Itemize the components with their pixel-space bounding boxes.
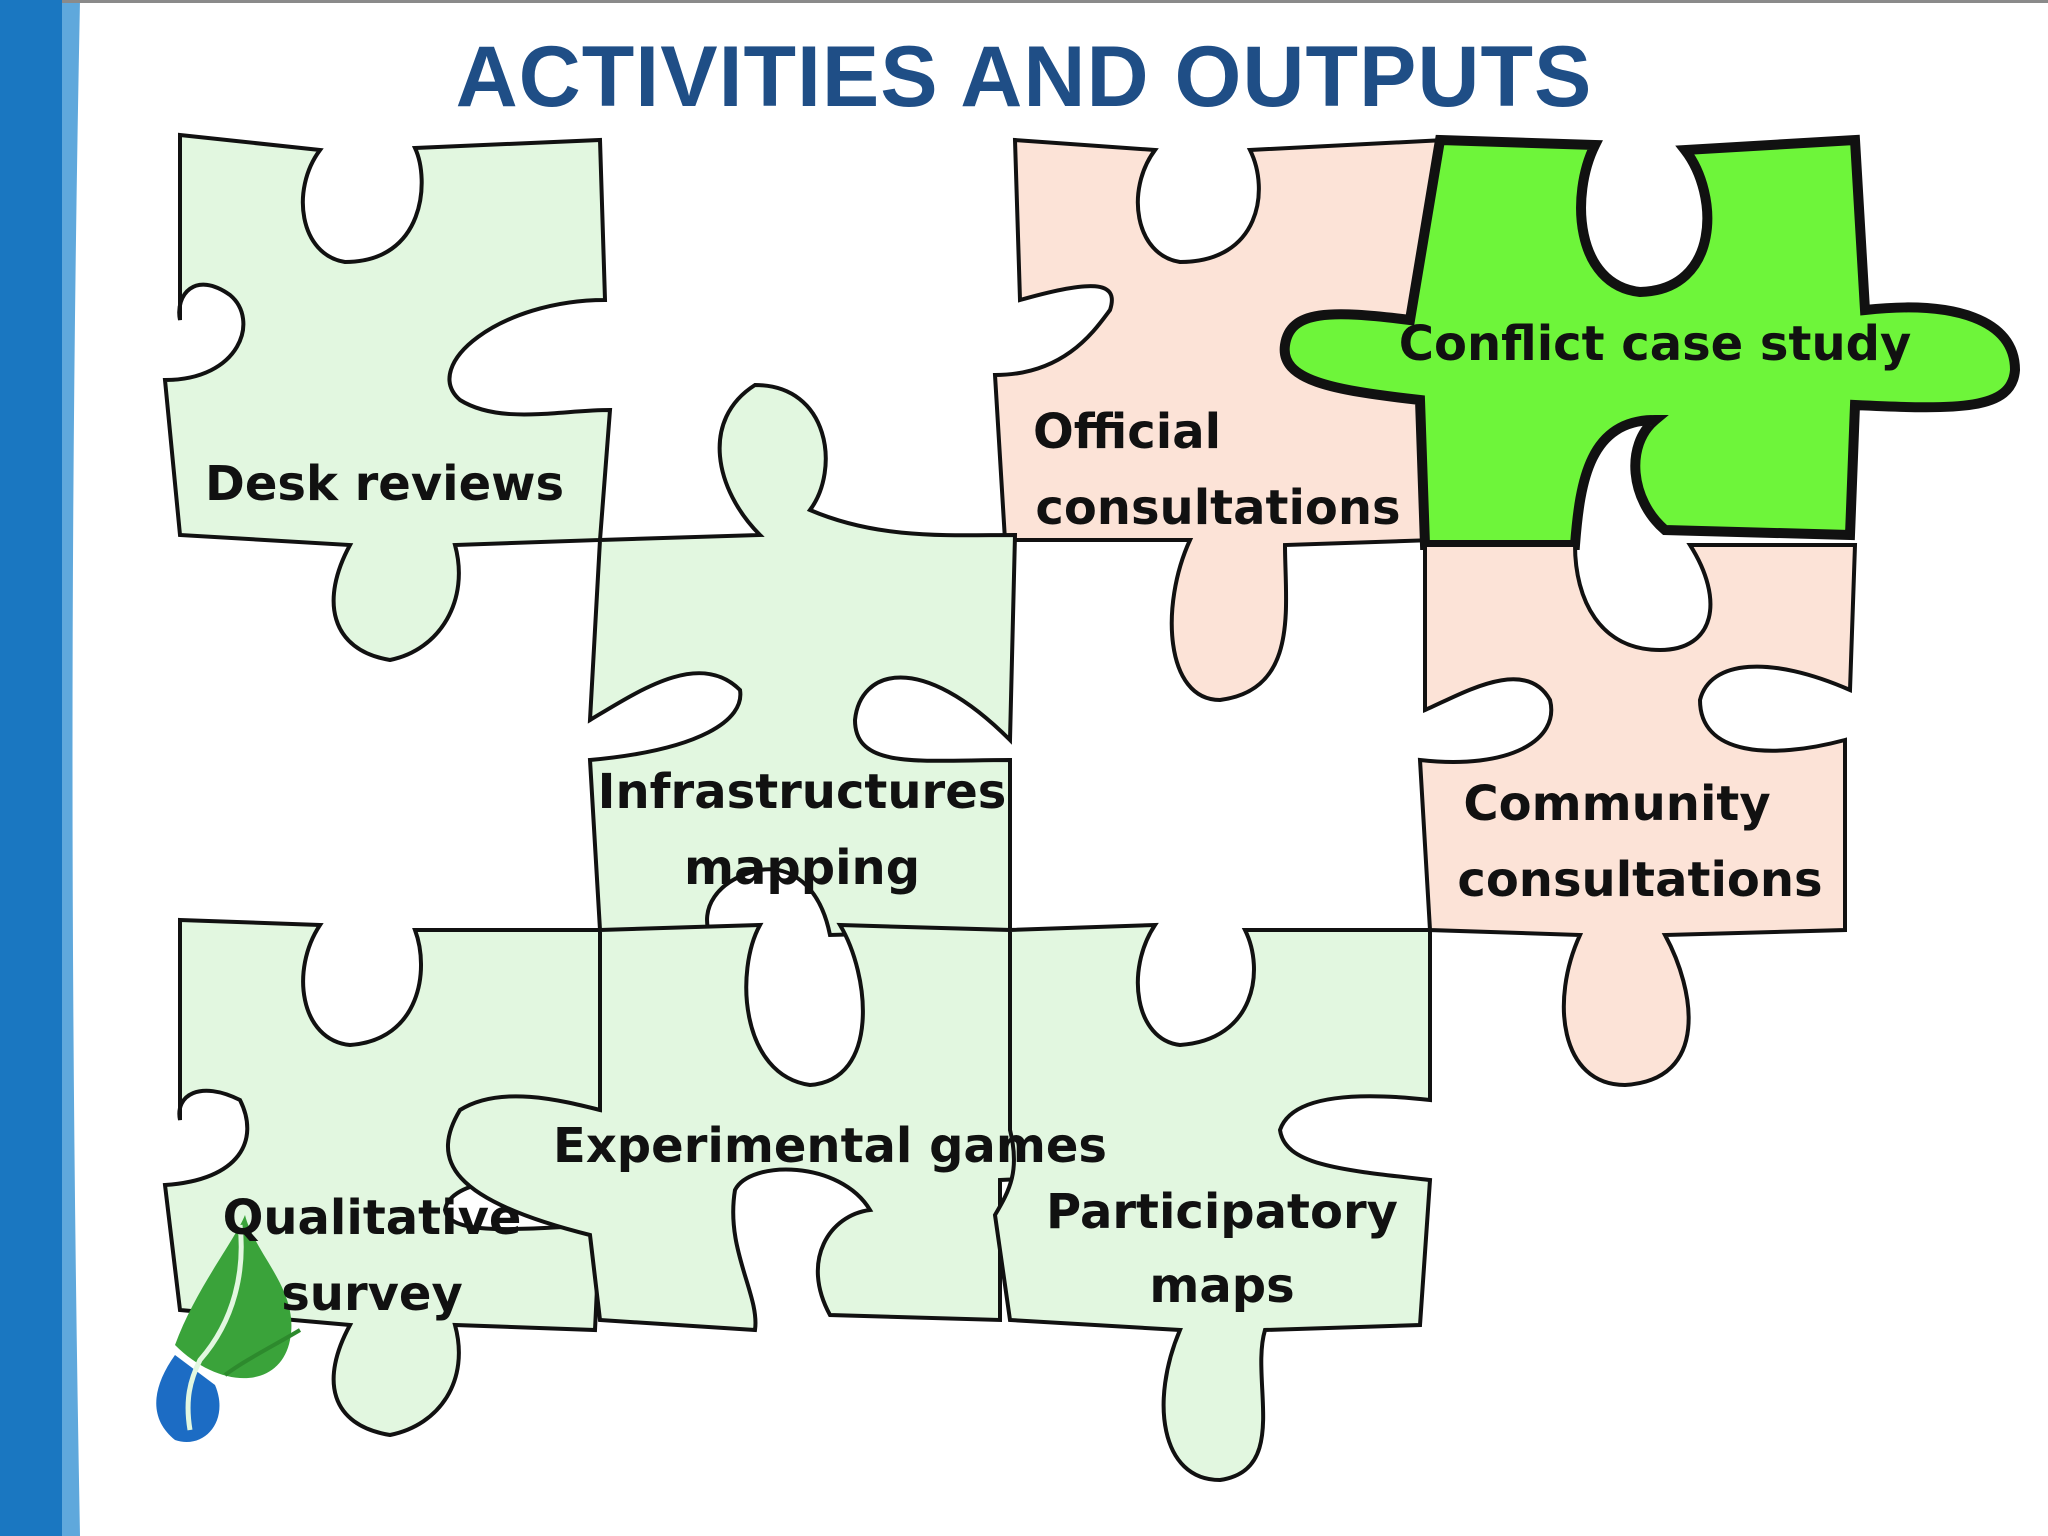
label-community-line2: consultations bbox=[1457, 852, 1822, 908]
piece-desk-reviews bbox=[162, 132, 613, 663]
leaf-drop-logo-icon bbox=[156, 1215, 302, 1442]
piece-conflict-case-study bbox=[1279, 134, 2021, 550]
sidebar-bar bbox=[0, 0, 62, 1536]
label-qualitative-line1: Qualitative bbox=[223, 1190, 522, 1246]
label-official-line1: Official bbox=[1033, 404, 1221, 460]
label-participatory-line1: Participatory bbox=[1046, 1184, 1398, 1240]
label-experimental-games: Experimental games bbox=[553, 1118, 1107, 1174]
piece-community-consultations bbox=[1417, 543, 1858, 1088]
label-conflict-case-study: Conflict case study bbox=[1399, 316, 1912, 372]
piece-participatory-maps bbox=[992, 922, 1433, 1483]
top-rule bbox=[62, 0, 2048, 3]
slide-title: ACTIVITIES AND OUTPUTS bbox=[455, 29, 1593, 125]
piece-official-consultations bbox=[992, 137, 1448, 703]
label-desk-reviews: Desk reviews bbox=[205, 456, 564, 512]
sidebar-edge bbox=[62, 0, 80, 1536]
piece-infrastructures-mapping bbox=[587, 382, 1018, 938]
label-qualitative-line2: survey bbox=[281, 1266, 463, 1322]
label-community-line1: Community bbox=[1463, 776, 1770, 832]
label-participatory-line2: maps bbox=[1149, 1258, 1294, 1314]
label-infrastructures-line2: mapping bbox=[684, 840, 920, 896]
label-infrastructures-line1: Infrastructures bbox=[598, 764, 1007, 820]
label-official-line2: consultations bbox=[1035, 480, 1400, 536]
